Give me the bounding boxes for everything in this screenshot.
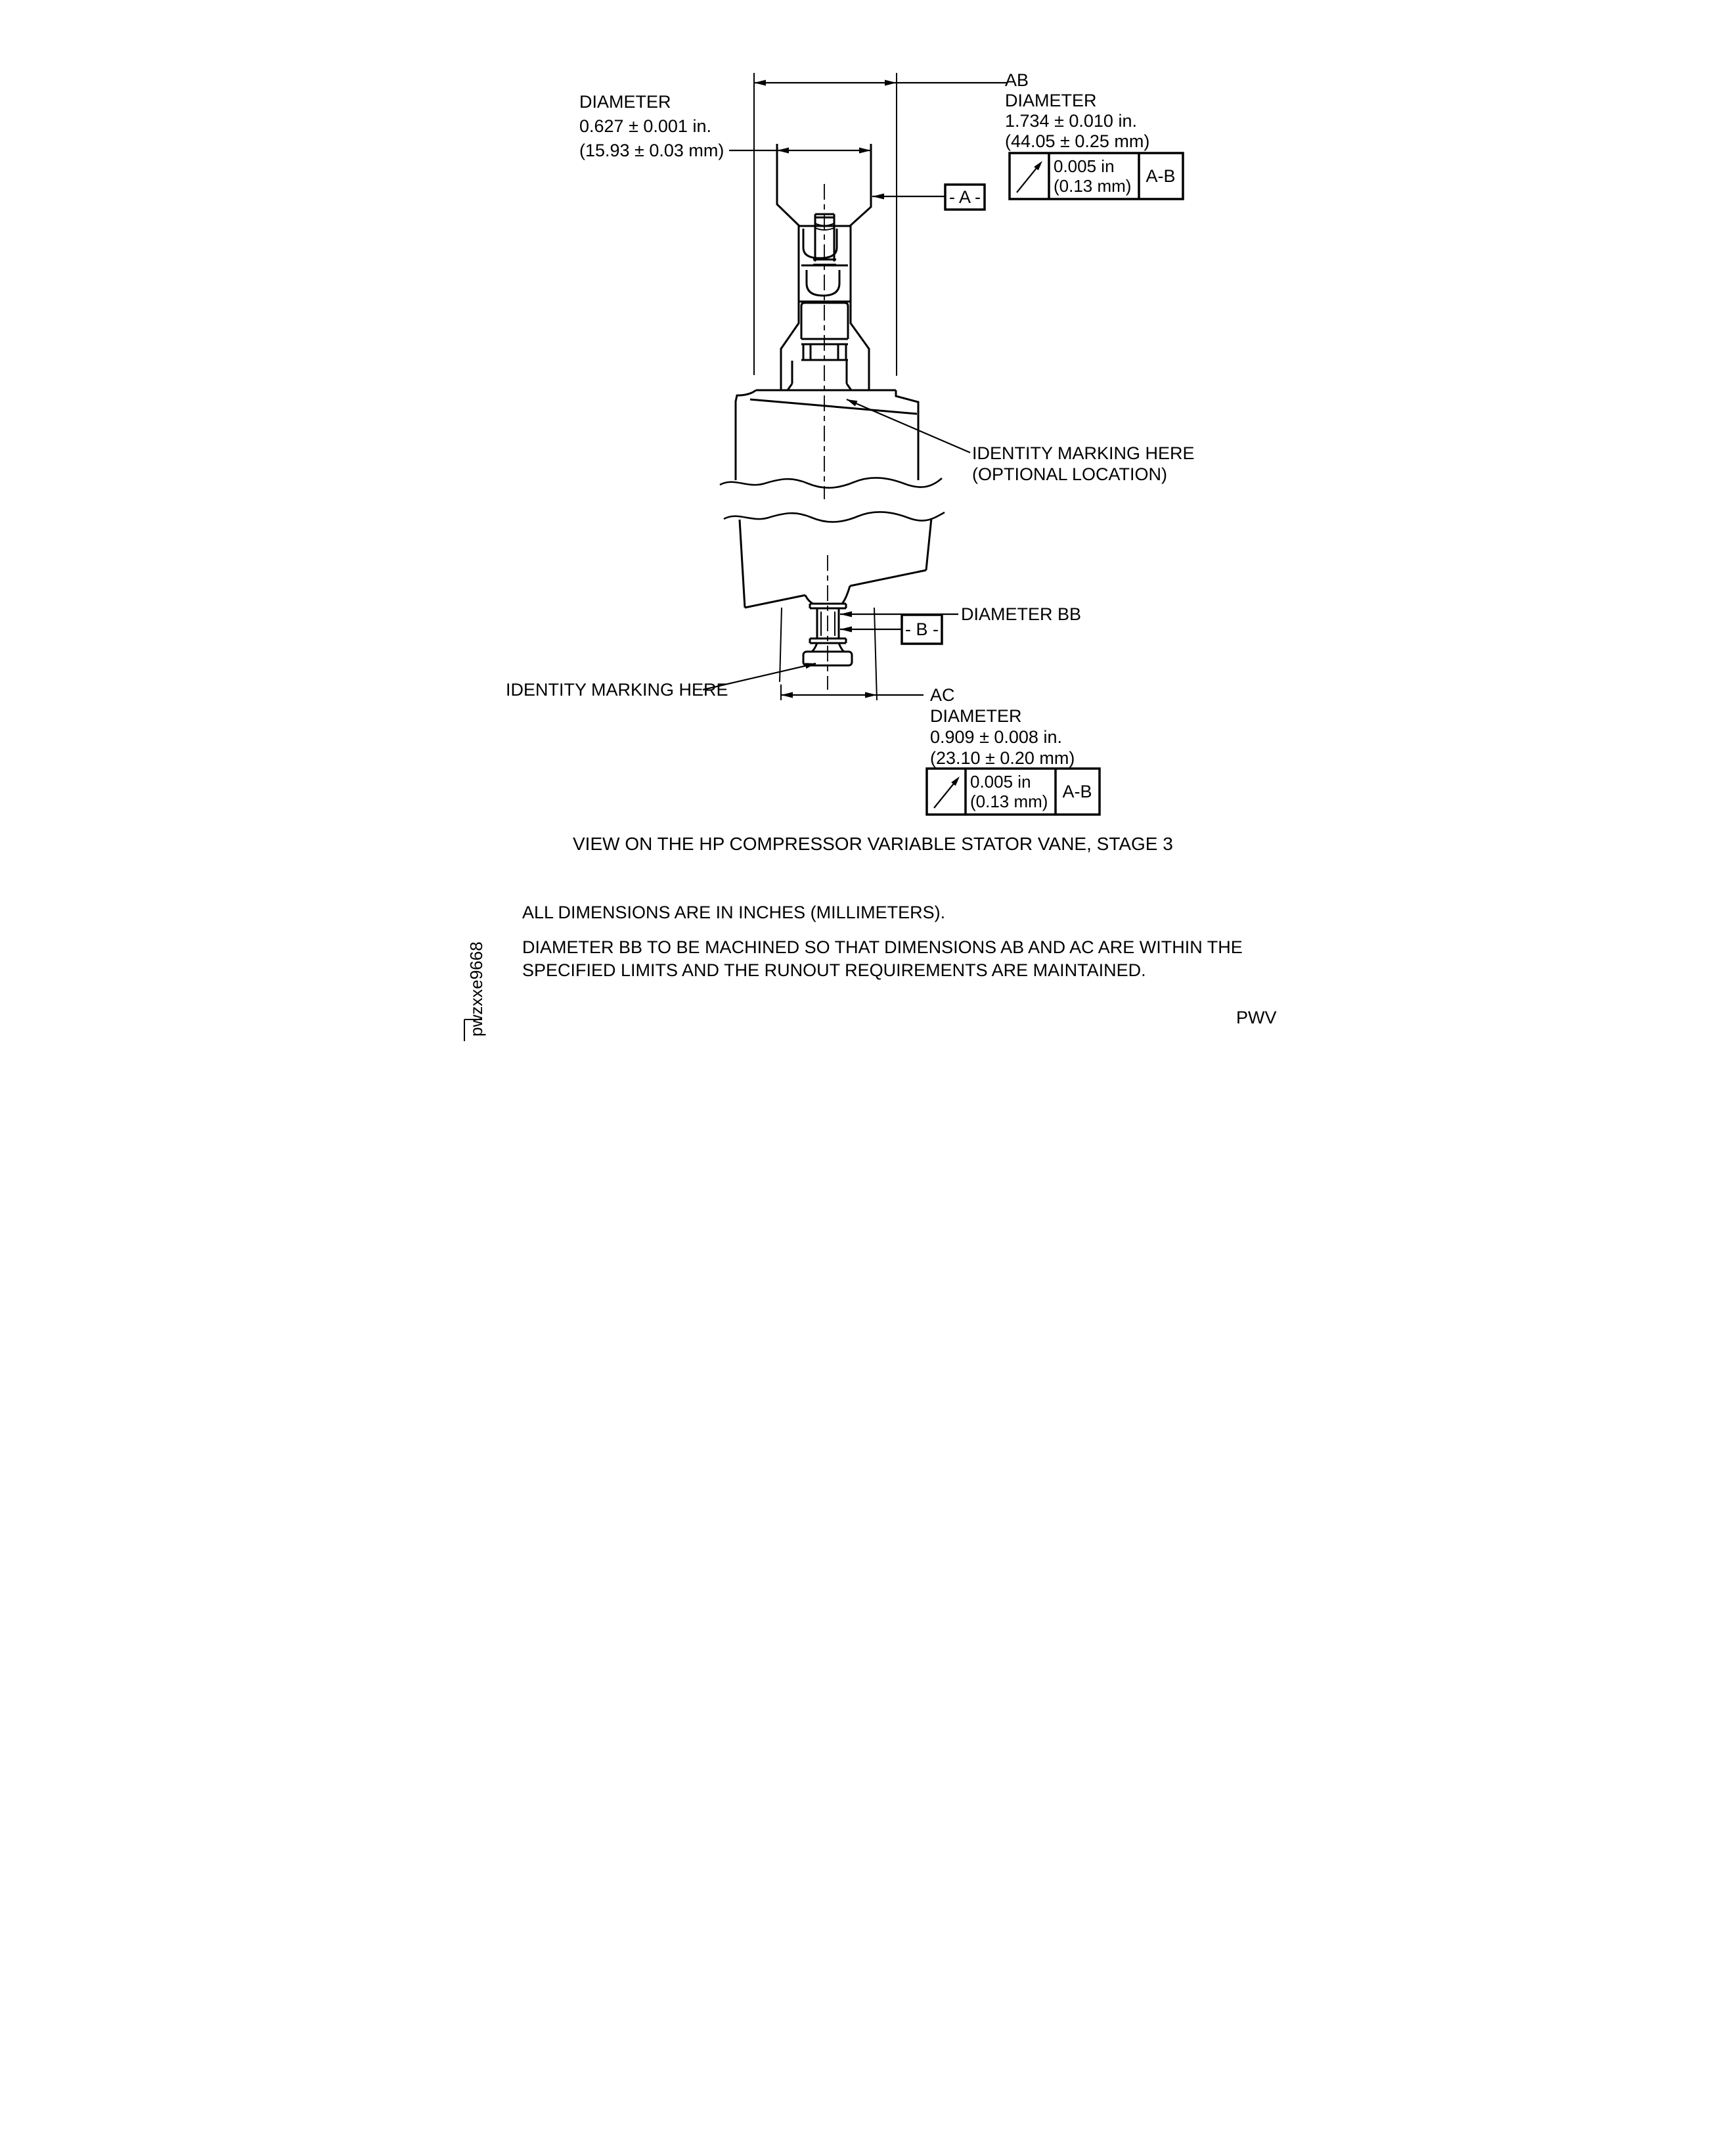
side-code: pwzxxe9668: [466, 941, 486, 1037]
fcf-top-datum: A-B: [1146, 166, 1175, 186]
trunnion-button: [802, 650, 853, 667]
engineering-drawing-page: AB DIAMETER 1.734 ± 0.010 in. (44.05 ± 0…: [447, 0, 1289, 1041]
identity-label: IDENTITY MARKING HERE: [506, 680, 728, 700]
ac-arrow-right-icon: [864, 692, 877, 698]
lock-cup-upper: [802, 229, 837, 259]
stud-bottom-caps: [812, 258, 836, 266]
inner-shroud-right-edge: [925, 518, 932, 571]
identity-arrow-icon: [804, 663, 816, 669]
fcf-top-frame: [1008, 152, 1184, 200]
lock-cup-lower: [805, 270, 840, 297]
ab-arrow-right-icon: [884, 79, 897, 86]
break-line-lower: [723, 511, 945, 523]
bb-label: DIAMETER BB: [961, 604, 1081, 624]
fcf-bottom-value-in: 0.005 in: [970, 772, 1031, 792]
shaft-bb: [816, 608, 839, 638]
side-code-bracket: [463, 1019, 482, 1041]
ab-label-line2: DIAMETER: [1005, 91, 1097, 110]
ac-arrow-left-icon: [780, 692, 793, 698]
ac-label-line3: 0.909 ± 0.008 in.: [930, 727, 1062, 747]
side-code-block: pwzxxe9668: [463, 941, 486, 1041]
ab-label-line1: AB: [1005, 70, 1029, 90]
fcf-top-value-in: 0.005 in: [1054, 156, 1115, 176]
figure-caption: VIEW ON THE HP COMPRESSOR VARIABLE STATO…: [573, 834, 1173, 854]
note-units: ALL DIMENSIONS ARE IN INCHES (MILLIMETER…: [522, 903, 945, 922]
runout-arrowhead-bottom-icon: [950, 776, 960, 786]
runout-arrowhead-icon: [1033, 161, 1042, 171]
datum-a-arrow-icon: [872, 193, 884, 200]
dimension-0627: DIAMETER 0.627 ± 0.001 in. (15.93 ± 0.03…: [579, 92, 871, 160]
ac-label-line1: AC: [930, 685, 955, 705]
fcf-bottom-value-mm: (0.13 mm): [970, 792, 1048, 811]
identity-leader: [702, 662, 816, 691]
diameter-bb-callout: DIAMETER BB: [839, 604, 1081, 624]
identity-optional-line1: IDENTITY MARKING HERE: [972, 443, 1195, 463]
inner-shroud-bottom-slant: [744, 569, 926, 609]
dimension-ac: AC DIAMETER 0.909 ± 0.008 in. (23.10 ± 0…: [780, 684, 1075, 768]
fcf-bottom-datum: A-B: [1062, 782, 1092, 801]
datum-b-label: - B -: [905, 619, 939, 639]
note-machining-line2: SPECIFIED LIMITS AND THE RUNOUT REQUIREM…: [522, 960, 1146, 980]
datum-b: - B -: [839, 614, 943, 645]
dimension-ab: AB DIAMETER 1.734 ± 0.010 in. (44.05 ± 0…: [753, 70, 1149, 376]
upper-spindle-outline-left: [776, 144, 799, 390]
shroud-left-edge: [734, 389, 757, 480]
dim-0627-line1: DIAMETER: [579, 92, 671, 112]
serrated-washer: [801, 343, 848, 361]
base-collar: [786, 361, 852, 391]
inner-shroud: [723, 511, 945, 701]
identity-callout: IDENTITY MARKING HERE: [506, 662, 816, 700]
runout-arrow-bottom-icon: [933, 780, 957, 809]
bb-arrow-icon: [839, 611, 852, 617]
outer-shroud: [719, 389, 943, 489]
datum-a: - A -: [872, 183, 986, 211]
stud-thread-runout: [814, 223, 834, 231]
inner-shroud-left-edge: [738, 519, 746, 608]
identity-optional-line2: (OPTIONAL LOCATION): [972, 464, 1167, 484]
fcf-top-value-mm: (0.13 mm): [1054, 176, 1131, 196]
identity-optional-leader: [846, 398, 970, 454]
datum-b-arrow-icon: [839, 626, 852, 633]
ab-arrow-left-icon: [753, 79, 766, 86]
feature-control-frame-bottom: 0.005 in (0.13 mm) A-B: [925, 767, 1101, 816]
seat-cone-left: [778, 607, 782, 683]
shroud-bevel-line: [749, 398, 917, 415]
upper-spindle-outline-right: [849, 144, 872, 390]
dim-0627-arrow-right-icon: [858, 147, 871, 154]
ab-label-line3: 1.734 ± 0.010 in.: [1005, 111, 1137, 131]
feature-control-frame-top: 0.005 in (0.13 mm) A-B: [1008, 152, 1184, 200]
seat-cone-right: [873, 607, 878, 701]
shaft-detail-lines: [820, 612, 835, 636]
dim-0627-line2: 0.627 ± 0.001 in.: [579, 116, 711, 136]
identity-optional-arrow-icon: [846, 399, 857, 407]
break-line-upper: [719, 477, 943, 489]
lower-flange: [809, 637, 847, 644]
lower-spindle: [802, 555, 853, 690]
dim-0627-line3: (15.93 ± 0.03 mm): [579, 141, 724, 160]
upper-flange: [809, 602, 847, 610]
ac-label-line2: DIAMETER: [930, 706, 1022, 726]
nut-block: [800, 302, 849, 340]
shroud-right-edge: [895, 390, 919, 480]
identity-optional-callout: IDENTITY MARKING HERE (OPTIONAL LOCATION…: [846, 398, 1195, 484]
datum-a-label: - A -: [948, 187, 980, 207]
stud-outline: [814, 213, 835, 261]
dim-0627-arrow-left-icon: [776, 147, 789, 154]
page-code: PWV: [1236, 1008, 1277, 1027]
note-machining-line1: DIAMETER BB TO BE MACHINED SO THAT DIMEN…: [522, 937, 1243, 957]
ac-label-line4: (23.10 ± 0.20 mm): [930, 748, 1075, 768]
ab-label-line4: (44.05 ± 0.25 mm): [1005, 131, 1149, 151]
stator-vane-drawing: AB DIAMETER 1.734 ± 0.010 in. (44.05 ± 0…: [463, 70, 1277, 1041]
upper-spindle: [776, 144, 872, 499]
runout-arrow-icon: [1015, 164, 1040, 193]
fcf-bottom-frame: [925, 767, 1101, 816]
